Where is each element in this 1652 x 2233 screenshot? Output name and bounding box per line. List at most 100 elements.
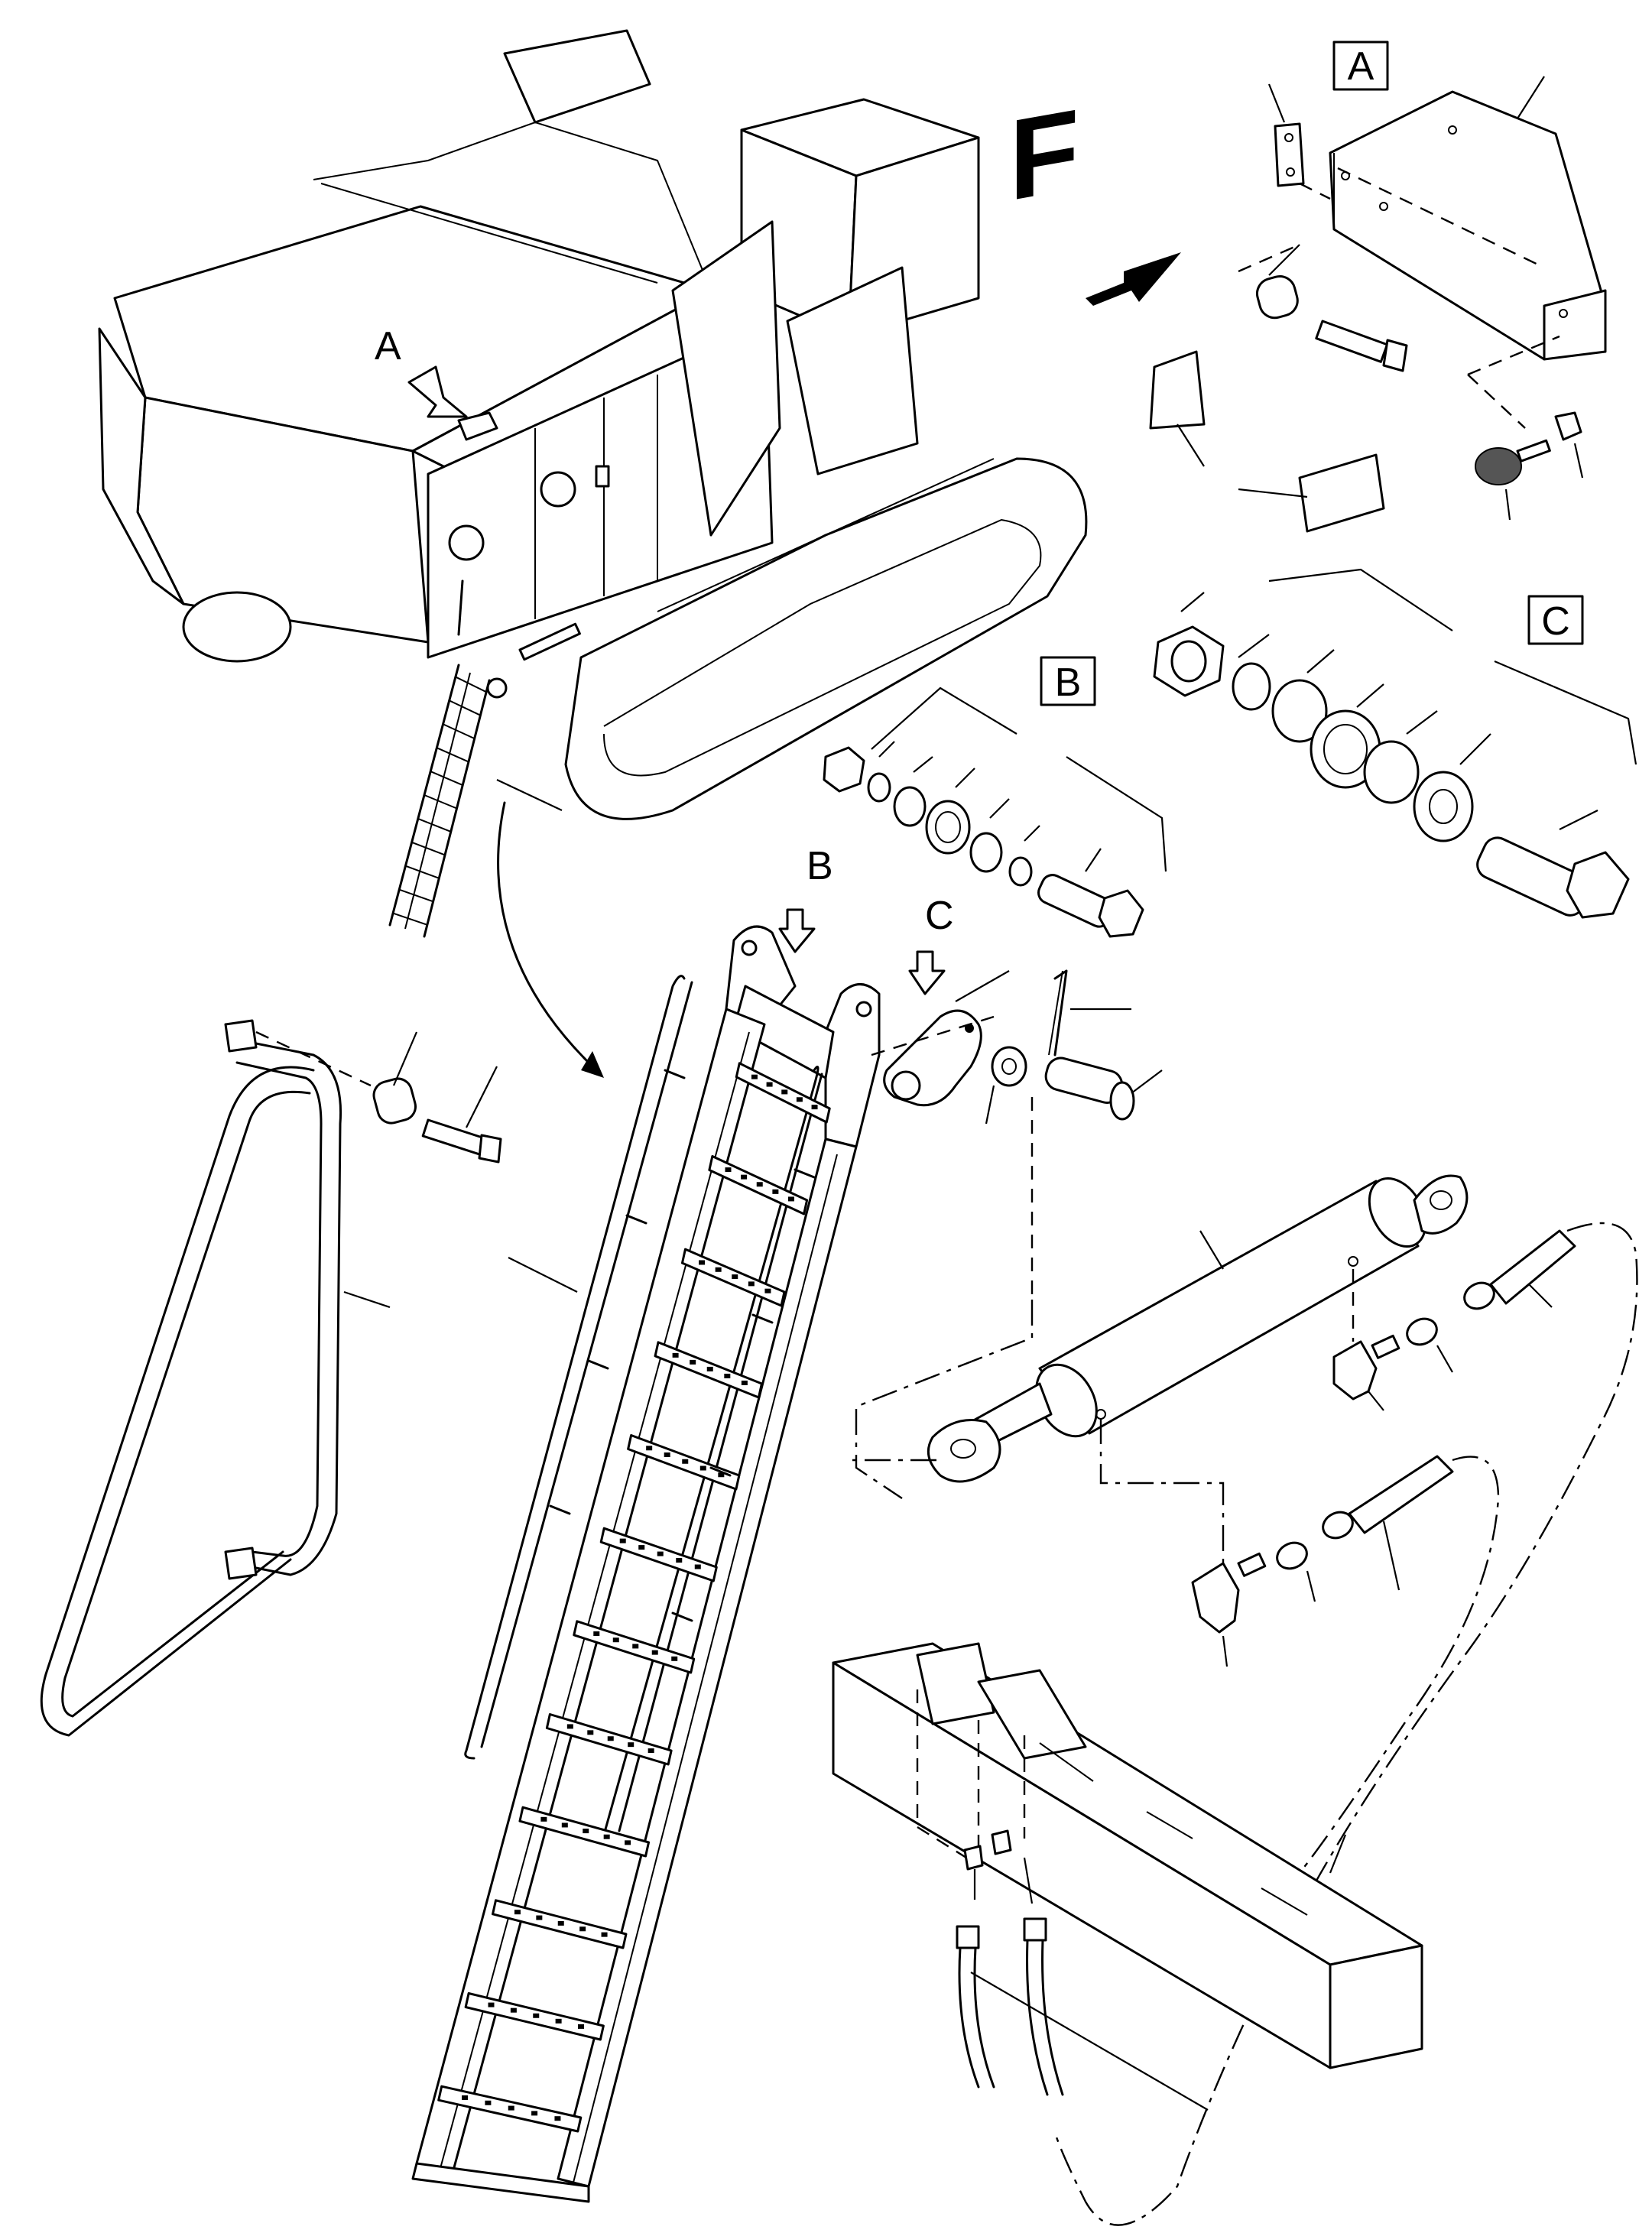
tread-slot bbox=[646, 1446, 653, 1451]
tread-slot bbox=[578, 2024, 584, 2029]
handrail-stub bbox=[794, 1168, 816, 1179]
small-ladder-rung bbox=[417, 817, 452, 833]
excavator-machine bbox=[98, 29, 1088, 820]
view-label-a: A bbox=[375, 324, 401, 368]
detail-box-a bbox=[1332, 41, 1389, 91]
small-ladder-rung bbox=[398, 888, 433, 903]
tread-slot bbox=[555, 2018, 562, 2024]
detail-c-group: C bbox=[1153, 568, 1637, 919]
tread-slot bbox=[748, 1281, 755, 1287]
tread-slot bbox=[488, 2002, 495, 2007]
forward-letter: F bbox=[1009, 85, 1079, 226]
view-label-c: C bbox=[925, 894, 954, 938]
detail-box-c bbox=[1527, 595, 1584, 645]
small-ladder-rung bbox=[424, 794, 457, 810]
view-label-b: B bbox=[807, 844, 833, 888]
tread-slot bbox=[699, 1465, 706, 1471]
small-ladder-rung bbox=[455, 676, 487, 693]
detail-box-b bbox=[1040, 656, 1096, 706]
tread-slot bbox=[625, 1840, 631, 1845]
tread-slot bbox=[619, 1538, 626, 1543]
tread-slot bbox=[672, 1352, 679, 1358]
handrail-stub bbox=[625, 1214, 647, 1225]
small-ladder-rung bbox=[392, 912, 428, 926]
tread-slot bbox=[772, 1189, 779, 1194]
tread-slot bbox=[566, 1724, 573, 1729]
machine-ladder-small bbox=[388, 664, 508, 938]
tread-slot bbox=[607, 1736, 614, 1741]
tread-slot bbox=[583, 1829, 589, 1834]
tread-slot bbox=[781, 1089, 788, 1095]
tread-slot bbox=[699, 1260, 706, 1265]
tread-slot bbox=[718, 1472, 725, 1478]
tread-slot bbox=[632, 1644, 639, 1649]
tread-slot bbox=[676, 1558, 683, 1563]
tread-slot bbox=[531, 2111, 538, 2116]
tread-slot bbox=[579, 1926, 586, 1932]
handrail-stub bbox=[549, 1504, 571, 1515]
tread-slot bbox=[485, 2100, 492, 2105]
tread-slot bbox=[601, 1932, 608, 1937]
tread-slot bbox=[741, 1174, 748, 1180]
tread-slot bbox=[638, 1545, 645, 1550]
small-ladder-rung bbox=[436, 747, 469, 763]
tread-slot bbox=[671, 1656, 678, 1661]
handrail-stub bbox=[664, 1069, 686, 1079]
tread-slot bbox=[462, 2095, 469, 2100]
tread-slot bbox=[657, 1551, 664, 1556]
tread-slot bbox=[514, 1910, 521, 1915]
tread-slot bbox=[612, 1637, 619, 1643]
small-ladder-rung bbox=[443, 723, 475, 740]
tread-slot bbox=[664, 1452, 670, 1457]
tread-slot bbox=[725, 1167, 732, 1173]
detail-box-a-label: A bbox=[1348, 44, 1375, 89]
forward-marker: F bbox=[1009, 85, 1181, 306]
handrail-stub bbox=[751, 1313, 774, 1324]
handrail-stub bbox=[587, 1359, 609, 1370]
tread-slot bbox=[587, 1730, 594, 1735]
cylinder-fitting-lower bbox=[1191, 1455, 1454, 1667]
small-ladder-rung bbox=[411, 841, 446, 856]
valve-block bbox=[832, 1642, 1423, 2111]
tread-slot bbox=[540, 1816, 547, 1822]
tread-slot bbox=[557, 1920, 564, 1926]
tread-slot bbox=[751, 1074, 758, 1079]
tread-slot bbox=[732, 1274, 738, 1280]
detail-a-group: A bbox=[1149, 41, 1607, 533]
detail-box-c-label: C bbox=[1541, 599, 1570, 644]
tread-slot bbox=[756, 1182, 763, 1187]
small-ladder-rung bbox=[405, 865, 440, 879]
tread-slot bbox=[533, 2013, 540, 2018]
tread-slot bbox=[647, 1748, 654, 1754]
tread-slot bbox=[811, 1105, 818, 1110]
tread-slot bbox=[741, 1380, 748, 1385]
tread-slot bbox=[694, 1564, 701, 1569]
tread-slot bbox=[788, 1196, 794, 1202]
tread-slot bbox=[561, 1822, 568, 1828]
assembly-guide-lines bbox=[855, 1222, 1638, 2226]
handrail-stub bbox=[671, 1611, 693, 1622]
tread-slot bbox=[536, 1915, 543, 1920]
tread-slot bbox=[690, 1359, 696, 1365]
small-ladder-rung bbox=[430, 771, 463, 786]
cylinder-fitting-upper bbox=[1332, 1229, 1576, 1411]
main-ladder bbox=[411, 925, 881, 2203]
view-arrow-c: C bbox=[908, 894, 954, 995]
tread-slot bbox=[593, 1631, 600, 1637]
view-arrow-b: B bbox=[778, 844, 833, 953]
side-handrail bbox=[40, 1019, 502, 1737]
detail-b-group: B bbox=[823, 656, 1167, 938]
view-arrow-a: A bbox=[375, 324, 468, 418]
tread-slot bbox=[510, 2007, 517, 2013]
handrail-stub bbox=[709, 1466, 732, 1477]
swing-arrow bbox=[496, 779, 604, 1078]
detail-box-b-label: B bbox=[1055, 660, 1082, 705]
tread-slot bbox=[651, 1650, 658, 1655]
small-ladder-rung bbox=[449, 699, 481, 716]
tread-slot bbox=[766, 1082, 773, 1087]
hydraulic-cylinder bbox=[852, 1174, 1469, 1483]
tread-slot bbox=[682, 1459, 689, 1464]
tread-slot bbox=[603, 1834, 610, 1839]
tread-slot bbox=[796, 1097, 803, 1102]
